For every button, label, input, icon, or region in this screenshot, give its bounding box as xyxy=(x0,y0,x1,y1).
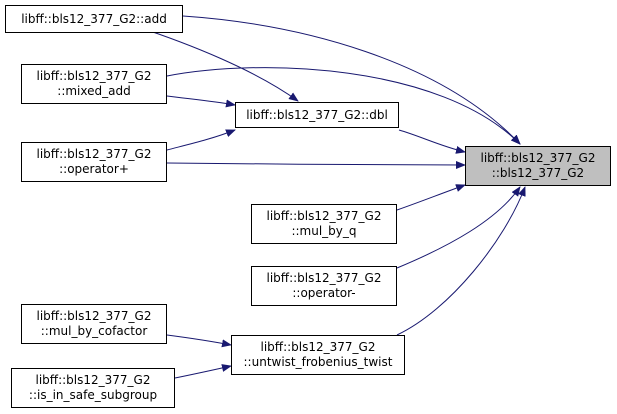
edge-is_in_safe_subgroup-to-untwist xyxy=(174,364,232,379)
node-label: ::bls12_377_G2 xyxy=(491,166,585,180)
edge-operator_plus-to-ctor xyxy=(166,160,466,169)
node-label: libff::bls12_377_G2::dbl xyxy=(246,107,388,122)
node-label: libff::bls12_377_G2 xyxy=(266,271,382,285)
node-label: libff::bls12_377_G2 xyxy=(260,340,376,354)
node-label: libff::bls12_377_G2 xyxy=(266,209,382,223)
node-mul-by-q[interactable]: libff::bls12_377_G2 ::mul_by_q xyxy=(251,204,397,244)
node-mul-by-cofactor[interactable]: libff::bls12_377_G2 ::mul_by_cofactor xyxy=(21,304,167,344)
node-label: libff::bls12_377_G2 xyxy=(36,309,152,323)
node-label: ::mul_by_cofactor xyxy=(40,324,148,338)
node-operator-minus[interactable]: libff::bls12_377_G2 ::operator- xyxy=(251,266,397,306)
edge-mul_by_cofactor-to-untwist xyxy=(166,334,232,348)
node-label: libff::bls12_377_G2 xyxy=(36,69,152,83)
edge-mixed_add-to-ctor xyxy=(166,67,521,145)
node-operator-plus[interactable]: libff::bls12_377_G2 ::operator+ xyxy=(21,142,167,182)
edge-mul_by_q-to-ctor xyxy=(396,184,466,211)
node-label: ::operator- xyxy=(292,286,356,300)
node-label: ::mul_by_q xyxy=(291,224,357,238)
node-mixed-add[interactable]: libff::bls12_377_G2 ::mixed_add xyxy=(21,64,167,104)
node-label: ::mixed_add xyxy=(57,84,131,98)
node-label: libff::bls12_377_G2 xyxy=(35,373,151,387)
node-bls12-377-g2-constructor[interactable]: libff::bls12_377_G2 ::bls12_377_G2 xyxy=(465,146,611,186)
edge-mixed_add-to-dbl xyxy=(166,95,236,108)
edge-operator_minus-to-ctor xyxy=(396,186,521,269)
node-is-in-safe-subgroup[interactable]: libff::bls12_377_G2 ::is_in_safe_subgrou… xyxy=(11,368,175,408)
edge-untwist-to-ctor xyxy=(396,186,526,336)
node-label: libff::bls12_377_G2 xyxy=(36,147,152,161)
node-label: ::is_in_safe_subgroup xyxy=(28,388,158,402)
node-label: ::untwist_frobenius_twist xyxy=(243,355,393,369)
node-label: libff::bls12_377_G2 xyxy=(480,151,596,165)
edge-add-to-ctor xyxy=(182,15,521,145)
node-dbl[interactable]: libff::bls12_377_G2::dbl xyxy=(235,102,399,128)
node-label: libff::bls12_377_G2::add xyxy=(21,11,167,26)
node-label: ::operator+ xyxy=(59,162,129,176)
edge-dbl-to-ctor xyxy=(398,129,466,154)
edge-operator_plus-to-dbl xyxy=(166,129,236,151)
node-untwist-frobenius-twist[interactable]: libff::bls12_377_G2 ::untwist_frobenius_… xyxy=(231,335,405,375)
node-add[interactable]: libff::bls12_377_G2::add xyxy=(5,5,183,33)
